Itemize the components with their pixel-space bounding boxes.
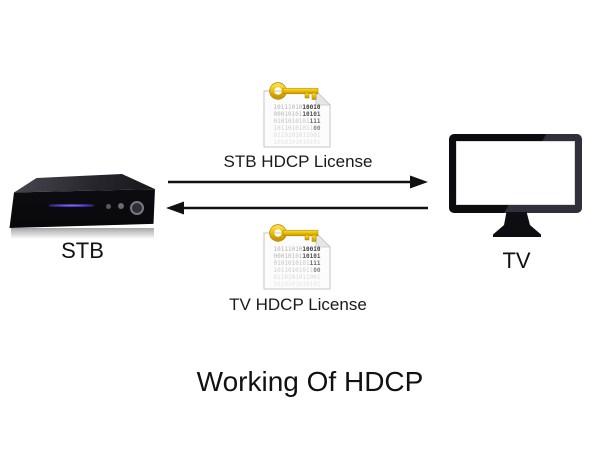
stb-top-face	[14, 174, 155, 193]
arrow-tv-to-stb	[166, 201, 428, 215]
binary-row: 1010101010101	[273, 281, 321, 288]
tv-screen	[456, 141, 575, 205]
binary-row: 0110101011001	[273, 132, 321, 139]
binary-row: 0110101011001	[273, 274, 321, 281]
stb-reflection	[11, 227, 154, 239]
binary-row: 0101010101111	[273, 260, 321, 267]
binary-row: 1010101010101	[273, 139, 321, 146]
key-icon	[269, 82, 319, 100]
stb-button	[117, 203, 124, 209]
binary-row: 1011010101100	[273, 125, 321, 132]
stb-device	[8, 174, 158, 239]
binary-row: 0101010101111	[273, 118, 321, 125]
binary-text: 1011101010010 0001010110101 010101010111…	[263, 246, 331, 288]
exchange-arrows	[166, 175, 428, 215]
stb-label: STB	[61, 238, 104, 263]
binary-text: 1011101010010 0001010110101 010101010111…	[263, 104, 331, 146]
binary-row: 0001010110101	[273, 111, 321, 118]
tv-license-document: 1011101010010 0001010110101 010101010111…	[263, 222, 331, 300]
arrow-stb-to-tv	[168, 175, 428, 189]
stb-license-label: STB HDCP License	[223, 152, 373, 171]
tv-monitor	[449, 134, 584, 238]
tv-license-label: TV HDCP License	[229, 295, 367, 314]
binary-row: 1011101010010	[273, 246, 321, 253]
stb-button	[105, 203, 111, 209]
key-icon	[269, 224, 319, 242]
tv-label: TV	[502, 248, 531, 273]
stb-license-document: 1011101010010 0001010110101 010101010111…	[263, 80, 331, 158]
diagram-title: Working Of HDCP	[196, 366, 424, 397]
stb-power-button	[129, 200, 144, 215]
binary-row: 1011101010010	[273, 104, 321, 111]
binary-row: 0001010110101	[273, 253, 321, 260]
binary-row: 1011010101100	[273, 267, 321, 274]
tv-stand	[493, 212, 541, 237]
stb-led-display	[48, 204, 94, 208]
